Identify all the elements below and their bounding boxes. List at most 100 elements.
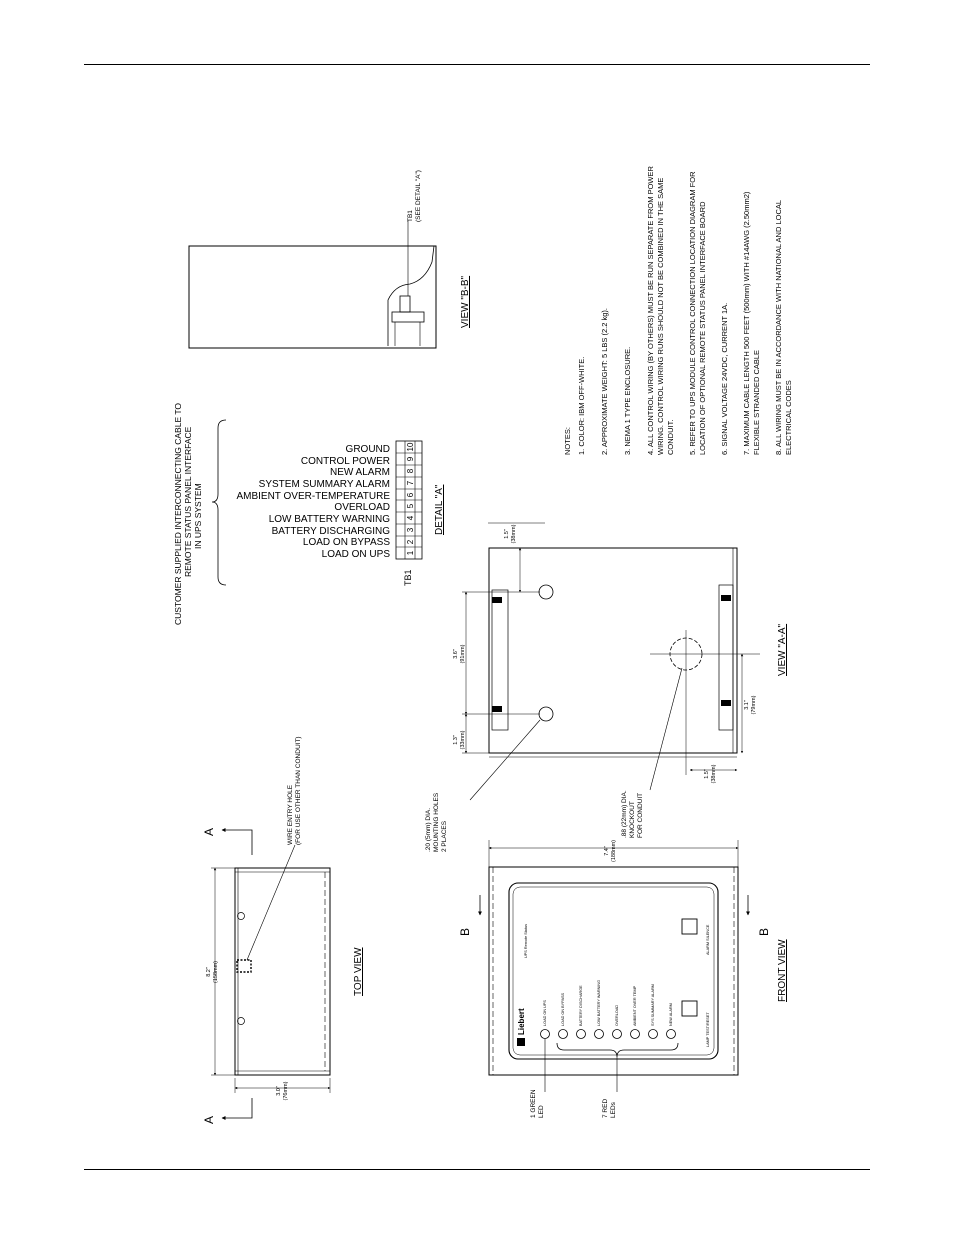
led-indicators: [540, 1029, 676, 1039]
terminal-num-1: 1: [406, 550, 415, 555]
dim-15-top: 1.5": [504, 529, 510, 539]
note-2: 2. APPROXIMATE WEIGHT: 5 LBS (2.2 kg).: [600, 308, 609, 455]
terminal-label-7: SYSTEM SUMMARY ALARM: [259, 479, 390, 490]
mounting-hole-top: [538, 584, 554, 600]
note-7a: 7. MAXIMUM CABLE LENGTH 500 FEET (500mm)…: [742, 191, 751, 455]
terminal-label-4: LOW BATTERY WARNING: [269, 514, 391, 525]
holes-note-3: 2 PLACES: [441, 820, 448, 852]
note-1: 1. COLOR: IBM OFF-WHITE.: [577, 357, 586, 455]
dim-82-mm: (158mm): [213, 961, 219, 983]
holes-note-2: MOUNTING HOLES: [433, 792, 440, 852]
led-red-2: [576, 1029, 586, 1039]
detail-a: CUSTOMER SUPPLIED INTERCONNECTING CABLE …: [173, 403, 445, 625]
dim-13: 1.3": [453, 735, 459, 745]
section-b-label-left: B: [458, 928, 472, 936]
dim-31-mm: (79mm): [751, 695, 757, 714]
holes-note-1: .20 (5mm) DIA.: [425, 808, 432, 852]
panel-caption: UPS Remote Status: [524, 924, 528, 958]
notes-heading: NOTES:: [563, 427, 572, 455]
green-led-note-2: LED: [538, 1105, 545, 1118]
terminal-label-6: AMBIENT OVER-TEMPERATURE: [236, 491, 390, 502]
red-leds-note-2: LEDs: [610, 1101, 617, 1118]
note-4b: WIRING. CONTROL WIRING RUNS SHOULD NOT B…: [656, 178, 665, 455]
dim-13-mm: (33mm): [460, 730, 466, 749]
led-red-7: [666, 1029, 676, 1039]
notes-block: NOTES: 1. COLOR: IBM OFF-WHITE. 2. APPRO…: [563, 165, 793, 455]
section-a-label-bottom: A: [202, 1116, 216, 1124]
terminal-num-5: 5: [406, 503, 415, 508]
detail-a-title: DETAIL "A": [434, 484, 445, 535]
terminal-label-3: BATTERY DISCHARGING: [272, 526, 391, 537]
knockout-note-3: FOR CONDUIT: [637, 793, 644, 838]
holes-leader: [469, 719, 541, 801]
cable-brace: [211, 419, 227, 586]
led-label-5: OVERLOAD: [615, 1005, 619, 1026]
note-8b: ELECTRICAL CODES: [784, 380, 793, 455]
dim-15-bottom: 1.5": [704, 769, 710, 779]
top-mount-screw-1: [237, 912, 245, 920]
note-3: 3. NEMA 1 TYPE ENCLOSURE.: [623, 347, 632, 455]
dim-36: 3.6": [453, 649, 459, 659]
front-view-title: FRONT VIEW: [777, 939, 788, 1002]
terminal-label-2: LOAD ON BYPASS: [303, 537, 390, 548]
top-view-enclosure: [234, 867, 331, 1076]
mounting-hole-bottom: [538, 706, 554, 722]
terminal-label-8: NEW ALARM: [330, 467, 390, 478]
tb1-callout-2: (SEE DETAIL "A"): [415, 170, 422, 222]
dim-15-top-mm: (38mm): [511, 524, 517, 543]
led-green: [540, 1029, 550, 1039]
tb1-label: TB1: [403, 569, 413, 586]
alarm-silence-label: ALARM SILENCE: [706, 924, 710, 955]
note-4c: CONDUIT.: [666, 420, 675, 455]
liebert-logo: Liebert: [517, 1008, 526, 1046]
wire-entry-leader: [246, 844, 296, 961]
view-aa: 1.5" (38mm) 3.6" (91mm) 1.3" (33mm) 1.5"…: [425, 522, 788, 852]
terminal-label-5: OVERLOAD: [334, 502, 390, 513]
knockout-note-1: .88 (22mm) DIA.: [621, 790, 628, 838]
terminal-num-7: 7: [406, 480, 415, 485]
cable-note-2: REMOTE STATUS PANEL INTERFACE: [183, 426, 193, 577]
front-panel-outer: [508, 882, 719, 1060]
terminal-num-6: 6: [406, 492, 415, 497]
footer-rule: [84, 1169, 870, 1170]
led-label-2: LOAD ON BYPASS: [561, 992, 565, 1026]
wire-entry-note-1: WIRE ENTRY HOLE: [287, 784, 294, 845]
dim-30: 3.0": [276, 1086, 282, 1096]
note-4a: 4. ALL CONTROL WIRING (BY OTHERS) MUST B…: [646, 165, 655, 455]
led-label-1: LOAD ON UPS: [543, 1000, 547, 1026]
tb1-block: [399, 295, 411, 313]
top-view-title: TOP VIEW: [353, 947, 364, 996]
dim-74: 7.4": [604, 846, 610, 856]
cable-note-3: IN UPS SYSTEM: [193, 483, 203, 549]
front-view: Liebert UPS Remote Status LOAD ON UPS LO…: [458, 840, 788, 1118]
tb1-callout-1: TB1: [407, 210, 414, 222]
note-8a: 8. ALL WIRING MUST BE IN ACCORDANCE WITH…: [774, 200, 783, 455]
header-rule: [84, 64, 870, 65]
alarm-silence-button: [681, 918, 698, 935]
view-aa-title: VIEW "A-A": [777, 623, 788, 676]
note-7b: FLEXIBLE STRANDED CABLE: [752, 350, 761, 455]
led-red-5: [630, 1029, 640, 1039]
terminal-num-10: 10: [406, 442, 415, 451]
note-5b: LOCATION OF OPTIONAL REMOTE STATUS PANEL…: [698, 201, 707, 455]
dim-30-mm: (76mm): [283, 1081, 289, 1100]
led-label-7: SYS SUMMARY ALARM: [651, 984, 655, 1026]
terminal-num-4: 4: [406, 515, 415, 520]
note-6: 6. SIGNAL VOLTAGE 24VDC, CURRENT 1A.: [720, 303, 729, 455]
terminal-num-2: 2: [406, 539, 415, 544]
cable-note-1: CUSTOMER SUPPLIED INTERCONNECTING CABLE …: [173, 403, 183, 625]
terminal-num-3: 3: [406, 527, 415, 532]
brand-name: Liebert: [517, 1008, 526, 1035]
knockout-leader: [649, 667, 683, 791]
dim-82: 8.2": [206, 967, 212, 977]
green-led-note-1: 1 GREEN: [530, 1089, 537, 1118]
dim-74-mm: (188mm): [611, 840, 617, 862]
section-b-label-right: B: [757, 928, 771, 936]
wire-entry-hole: [236, 959, 252, 973]
section-a-top: [221, 828, 253, 855]
knockout-note-2: KNOCKOUT: [629, 801, 636, 838]
front-panel-inner: [512, 886, 715, 1056]
front-view-enclosure: [488, 866, 739, 1076]
lamp-test-reset-button: [681, 1000, 698, 1017]
view-aa-enclosure: [488, 547, 738, 754]
